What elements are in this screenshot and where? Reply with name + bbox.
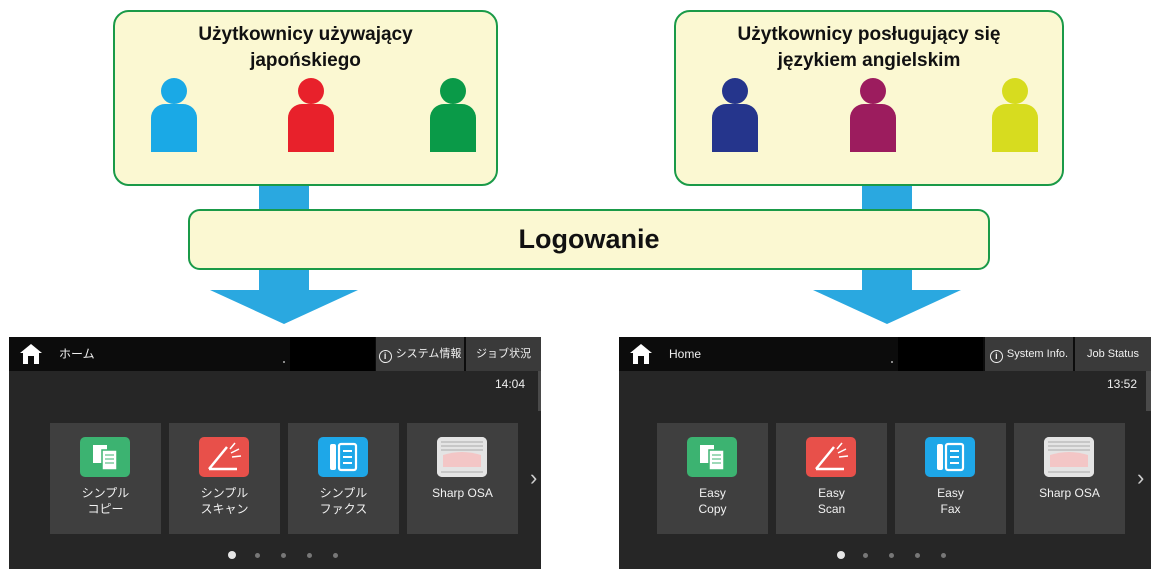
page-dot[interactable] (228, 551, 236, 559)
tile-label: Easy Scan (817, 486, 846, 516)
user-navy-icon (710, 78, 760, 152)
user-cyan-icon (149, 78, 199, 152)
tile-label: Easy Copy (698, 486, 727, 516)
tile-easy-fax[interactable]: シンプル ファクス (288, 423, 399, 534)
user-yellow-icon (990, 78, 1040, 152)
home-label[interactable]: ホーム (59, 347, 95, 361)
left-down-arrow (210, 290, 358, 324)
user-green-icon (428, 78, 478, 152)
next-page-arrow[interactable]: › (1137, 465, 1145, 490)
job-status-button[interactable]: ジョブ状況 (466, 337, 541, 371)
user-body (288, 104, 334, 152)
header-dot (891, 361, 893, 363)
info-icon: i (378, 350, 392, 363)
system-info-label: System Info. (1006, 348, 1069, 360)
left-connector (259, 185, 309, 211)
tile-label: シンプル コピー (81, 486, 130, 516)
home-icon[interactable] (629, 343, 653, 365)
page-dot[interactable] (837, 551, 845, 559)
home-label[interactable]: Home (669, 347, 702, 361)
page-dot[interactable] (889, 553, 894, 558)
user-body (430, 104, 476, 152)
english-users-box: Użytkownicy posługujący się językiem ang… (674, 10, 1064, 186)
right-connector (862, 185, 912, 211)
user-head (860, 78, 886, 104)
tile-label: Sharp OSA (432, 486, 493, 500)
side-panel-toggle[interactable]: ‹ (1146, 371, 1151, 411)
copy-icon (80, 437, 130, 477)
page-dot[interactable] (255, 553, 260, 558)
osa-icon (437, 437, 487, 477)
left-down-stem (259, 268, 309, 290)
scan-icon (806, 437, 856, 477)
user-body (151, 104, 197, 152)
tile-sharp-osa[interactable]: Sharp OSA (1014, 423, 1125, 534)
english-users-title: Użytkownicy posługujący się językiem ang… (737, 24, 1001, 71)
tile-easy-copy[interactable]: Easy Copy (657, 423, 768, 534)
fax-icon (318, 437, 368, 477)
page-dot[interactable] (941, 553, 946, 558)
job-status-label: Job Status (1087, 348, 1139, 360)
user-head (298, 78, 324, 104)
system-info-label: システム情報 (395, 348, 462, 360)
tile-easy-fax[interactable]: Easy Fax (895, 423, 1006, 534)
header-status-area (898, 337, 983, 371)
login-label: Logowanie (518, 224, 660, 254)
tile-label: シンプル ファクス (319, 486, 368, 516)
page-dot[interactable] (281, 553, 286, 558)
right-down-stem (862, 268, 912, 290)
tile-label: Easy Fax (937, 486, 964, 516)
japanese-users-title: Użytkownicy używający japońskiego (198, 24, 413, 71)
header-dot (283, 361, 285, 363)
fax-icon (925, 437, 975, 477)
side-panel-toggle[interactable]: ‹ (538, 371, 541, 411)
user-body (992, 104, 1038, 152)
user-body (712, 104, 758, 152)
clock: 14:04 (495, 377, 526, 391)
right-down-arrow (813, 290, 961, 324)
login-box: Logowanie (188, 209, 990, 270)
header-status-area (290, 337, 375, 371)
user-head (722, 78, 748, 104)
job-status-label: ジョブ状況 (476, 348, 531, 360)
user-head (1002, 78, 1028, 104)
user-head (440, 78, 466, 104)
page-dot[interactable] (915, 553, 920, 558)
clock: 13:52 (1107, 377, 1138, 391)
page-dot[interactable] (307, 553, 312, 558)
tile-label: シンプル スキャン (200, 486, 249, 516)
user-magenta-icon (848, 78, 898, 152)
job-status-button[interactable]: Job Status (1075, 337, 1151, 371)
user-head (161, 78, 187, 104)
osa-icon (1044, 437, 1094, 477)
japanese-users-box: Użytkownicy używający japońskiego (113, 10, 498, 186)
tile-easy-scan[interactable]: Easy Scan (776, 423, 887, 534)
next-page-arrow[interactable]: › (530, 465, 538, 490)
tile-easy-scan[interactable]: シンプル スキャン (169, 423, 280, 534)
home-icon[interactable] (19, 343, 43, 365)
page-dot[interactable] (863, 553, 868, 558)
scan-icon (199, 437, 249, 477)
user-red-icon (286, 78, 336, 152)
tile-sharp-osa[interactable]: Sharp OSA (407, 423, 518, 534)
info-icon: i (989, 350, 1003, 363)
tile-easy-copy[interactable]: シンプル コピー (50, 423, 161, 534)
page-dot[interactable] (333, 553, 338, 558)
tile-label: Sharp OSA (1039, 486, 1100, 500)
copy-icon (687, 437, 737, 477)
user-body (850, 104, 896, 152)
